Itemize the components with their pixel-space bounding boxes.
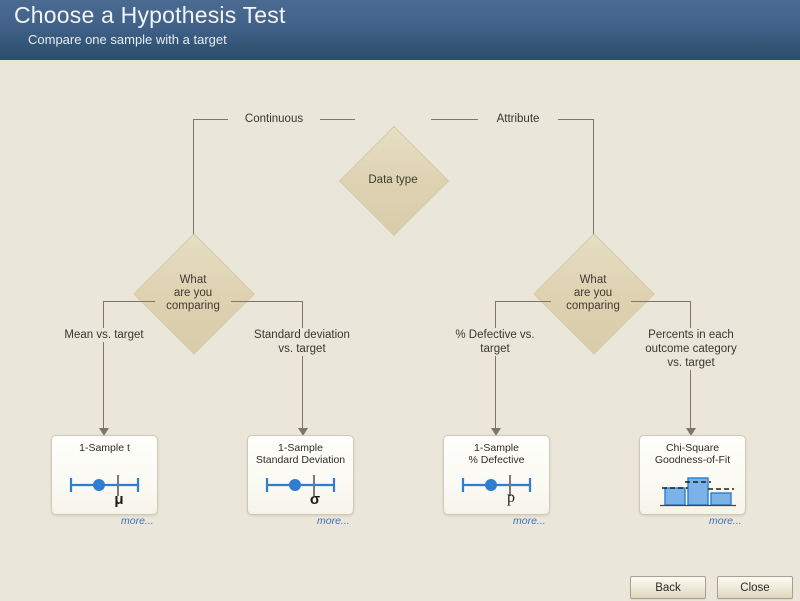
- branch-label-pct-defective-vs-target: % Defective vs. target: [440, 328, 550, 356]
- connector-right-branch-a: [495, 301, 551, 302]
- branch-label-stdev-vs-target: Standard deviation vs. target: [243, 328, 361, 356]
- arrow-to-card2: [298, 428, 308, 436]
- arrow-to-card3: [491, 428, 501, 436]
- connector-left-branch-a: [103, 301, 155, 302]
- interval-plot-icon: [248, 468, 353, 510]
- connector-card2-down: [302, 301, 303, 429]
- connector-card1-down: [103, 301, 104, 429]
- decision-data-type[interactable]: Data type: [338, 125, 450, 237]
- more-link-4[interactable]: more...: [709, 515, 742, 527]
- test-card-chi-square-goodness-of-fit[interactable]: Chi-Square Goodness-of-Fit: [639, 435, 746, 515]
- decision-label: Data type: [368, 173, 418, 186]
- decision-compare-continuous[interactable]: What are you comparing: [133, 233, 255, 355]
- decision-label: What are you comparing: [566, 273, 620, 312]
- more-link-3[interactable]: more...: [513, 515, 546, 527]
- card-title: 1-Sample Standard Deviation: [255, 442, 346, 466]
- branch-label-percents-each-category: Percents in each outcome category vs. ta…: [634, 328, 748, 370]
- test-card-1-sample-t[interactable]: 1-Sample t μ: [51, 435, 158, 515]
- interval-plot-icon: [52, 468, 157, 510]
- card-symbol: σ: [309, 491, 321, 508]
- test-card-1-sample-standard-deviation[interactable]: 1-Sample Standard Deviation σ: [247, 435, 354, 515]
- card-title: 1-Sample t: [79, 442, 130, 454]
- branch-label-mean-vs-target: Mean vs. target: [45, 328, 163, 342]
- card-symbol: p: [507, 489, 515, 506]
- card-title: 1-Sample % Defective: [468, 442, 525, 466]
- decision-label: What are you comparing: [166, 273, 220, 312]
- decision-compare-attribute[interactable]: What are you comparing: [533, 233, 655, 355]
- card-title: Chi-Square Goodness-of-Fit: [654, 442, 731, 466]
- page-title: Choose a Hypothesis Test: [14, 2, 286, 28]
- more-link-1[interactable]: more...: [121, 515, 154, 527]
- branch-label-continuous: Continuous: [228, 112, 320, 126]
- window-header: Choose a Hypothesis Test Compare one sam…: [0, 0, 800, 60]
- back-button[interactable]: Back: [630, 576, 706, 599]
- arrow-to-card1: [99, 428, 109, 436]
- connector-right-down: [593, 119, 594, 293]
- connector-right-branch-b: [631, 301, 691, 302]
- interval-plot-icon: [444, 468, 549, 510]
- test-card-1-sample-percent-defective[interactable]: 1-Sample % Defective p: [443, 435, 550, 515]
- page-subtitle: Compare one sample with a target: [28, 32, 227, 47]
- branch-label-attribute: Attribute: [478, 112, 558, 126]
- card-symbol: μ: [114, 491, 124, 508]
- bar-chart-icon: [640, 468, 745, 510]
- arrow-to-card4: [686, 428, 696, 436]
- connector-card3-down: [495, 301, 496, 429]
- connector-left-down: [193, 119, 194, 293]
- close-button[interactable]: Close: [717, 576, 793, 599]
- flowchart-canvas: Data type Continuous Attribute What are …: [0, 60, 800, 601]
- more-link-2[interactable]: more...: [317, 515, 350, 527]
- connector-left-branch-b: [231, 301, 303, 302]
